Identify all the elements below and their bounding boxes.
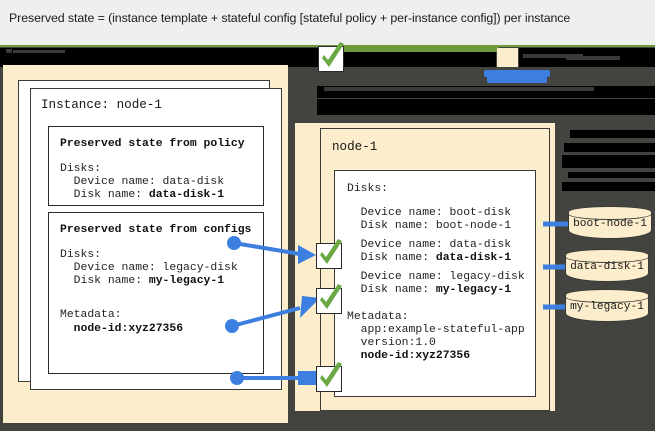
node-metadata-version: version:1.0	[347, 337, 436, 349]
node-data-disk: Disk name: data-disk-1	[347, 252, 511, 264]
check-icon	[320, 239, 342, 264]
checkmark-legacy-disk	[316, 284, 342, 314]
check-icon	[320, 284, 342, 309]
node-metadata-app: app:example-stateful-app	[347, 324, 525, 336]
redaction-bar-side-3	[562, 155, 655, 168]
redaction-green-bar	[336, 46, 499, 52]
node-legacy-device: Device name: legacy-disk	[347, 271, 525, 283]
node-data-disk-prefix: Disk name:	[347, 252, 436, 264]
node-data-disk-value: data-disk-1	[435, 252, 512, 264]
node-data-device: Device name: data-disk	[347, 239, 512, 251]
redaction-gray-line-2	[523, 54, 583, 58]
policy-disk-name: Disk name: data-disk-1	[60, 189, 224, 201]
configs-metadata-value: node-id:xyz27356	[60, 323, 183, 335]
cylinder-label: boot-node-1	[573, 218, 647, 230]
cylinder-top	[565, 289, 649, 303]
redaction-bar-side-5	[562, 182, 655, 191]
configs-disk-name-value: my-legacy-1	[148, 275, 225, 287]
node-legacy-disk-prefix: Disk name:	[347, 284, 436, 296]
configs-disks-label: Disks:	[60, 249, 102, 261]
node-metadata-node-id: node-id:xyz27356	[347, 350, 470, 362]
checkmark-data-disk	[316, 239, 342, 269]
node-disks-box: Disks: Device name: boot-disk Disk name:…	[334, 170, 536, 397]
caption-text: Preserved state = (instance template + s…	[9, 11, 571, 25]
redaction-gray-line-3	[566, 56, 620, 60]
node-legacy-disk-value: my-legacy-1	[435, 284, 512, 296]
redaction-bar-top	[0, 48, 318, 67]
policy-device-name: Device name: data-disk	[60, 176, 225, 188]
cylinder-label: data-disk-1	[570, 261, 644, 273]
redaction-bar-top-right	[336, 52, 496, 67]
redaction-gray-line-4	[324, 87, 594, 91]
redaction-bar-row-3	[317, 99, 655, 115]
redaction-beige-chip	[497, 48, 518, 67]
cylinder-top	[565, 249, 649, 263]
check-icon	[320, 362, 342, 387]
node-boot-disk: Disk name: boot-node-1	[347, 220, 512, 232]
node-metadata-label: Metadata:	[347, 311, 409, 323]
disk-cylinder-data: data-disk-1	[565, 249, 649, 285]
redaction-gray-tick	[6, 49, 12, 53]
configs-box-title: Preserved state from configs	[60, 224, 252, 236]
policy-disks-label: Disks:	[60, 163, 102, 175]
redaction-gray-line-1	[13, 50, 65, 53]
policy-box-title: Preserved state from policy	[60, 138, 245, 150]
node-disks-label: Disks:	[347, 183, 389, 195]
configs-disk-name-prefix: Disk name:	[60, 275, 149, 287]
preserved-state-policy-box: Preserved state from policy Disks: Devic…	[48, 126, 264, 206]
node-metadata-node-id-value: node-id:xyz27356	[347, 350, 471, 362]
caption-bar: Preserved state = (instance template + s…	[0, 0, 655, 45]
redaction-bar-side-1	[570, 130, 655, 138]
redaction-bar-side-4	[568, 172, 655, 178]
cylinder-top	[568, 206, 652, 220]
node-title: node-1	[332, 140, 378, 154]
check-icon	[322, 42, 344, 67]
configs-metadata-node-id: node-id:xyz27356	[60, 323, 184, 335]
policy-disk-name-prefix: Disk name:	[60, 189, 149, 201]
preserved-state-configs-box: Preserved state from configs Disks: Devi…	[48, 212, 264, 374]
disk-cylinder-boot: boot-node-1	[568, 206, 652, 242]
checkmark-metadata	[316, 362, 342, 392]
instance-title: Instance: node-1	[41, 98, 162, 112]
redaction-blue-scribble-2	[487, 76, 547, 83]
policy-disk-name-value: data-disk-1	[148, 189, 225, 201]
redaction-blue-scribble-1	[484, 70, 550, 77]
checkmark-header	[318, 42, 344, 72]
node-boot-device: Device name: boot-disk	[347, 207, 512, 219]
configs-metadata-label: Metadata:	[60, 309, 122, 321]
redaction-bar-side-2	[564, 143, 655, 152]
node-legacy-disk: Disk name: my-legacy-1	[347, 284, 511, 296]
cylinder-label: my-legacy-1	[570, 301, 644, 313]
configs-disk-name: Disk name: my-legacy-1	[60, 275, 224, 287]
disk-cylinder-legacy: my-legacy-1	[565, 289, 649, 325]
configs-device-name: Device name: legacy-disk	[60, 262, 238, 274]
